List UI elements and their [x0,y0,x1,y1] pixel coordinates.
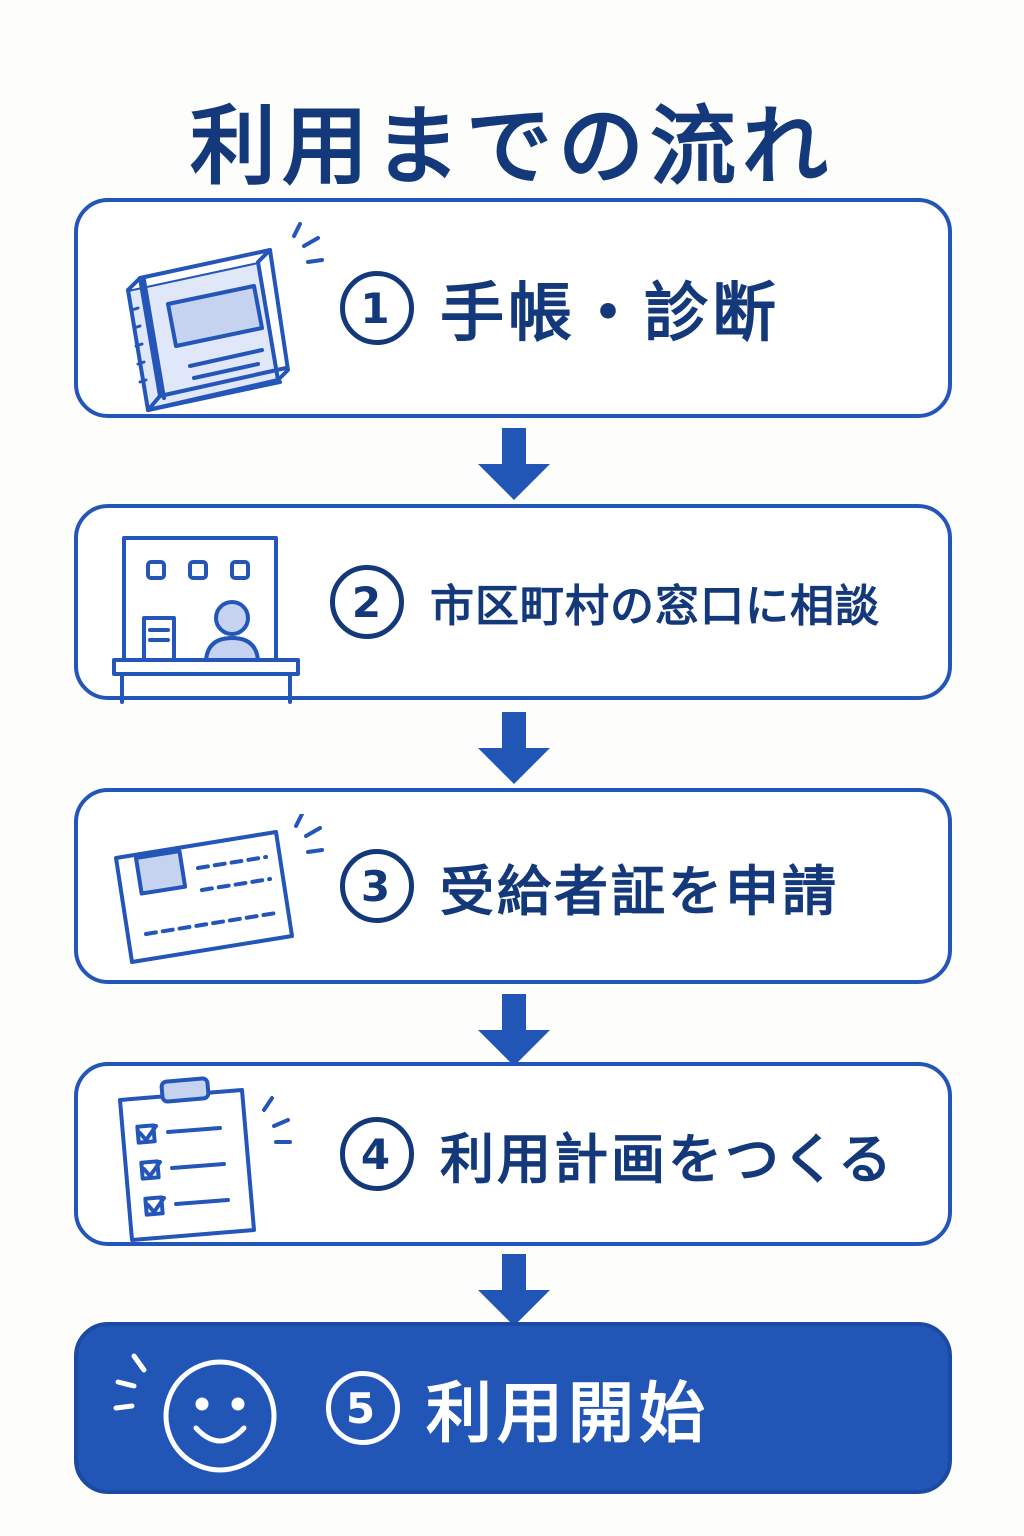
step-4-label: 4 利用計画をつくる [340,1066,895,1242]
checklist-clipboard-icon [118,1076,292,1242]
step-2-label: 2 市区町村の窓口に相談 [330,508,880,696]
step-3-box: 3 受給者証を申請 [74,788,952,984]
step-1-box: 1 手帳・診断 [74,198,952,418]
step-5-box: 5 利用開始 [74,1322,952,1494]
smiley-face-icon [113,1353,277,1473]
id-card-icon [114,814,324,964]
step-2-box: 2 市区町村の窓口に相談 [74,504,952,704]
office-counter-icon [112,536,300,704]
step-1-number: 1 [340,271,414,345]
arrow-down-icon [478,1254,550,1326]
step-2-text: 市区町村の窓口に相談 [430,581,880,632]
step-3-text: 受給者証を申請 [440,859,839,923]
step-1-text: 手帳・診断 [440,277,780,351]
notebook-icon [126,222,324,412]
step-4-number: 4 [340,1117,414,1191]
step-5-number: 5 [326,1371,400,1445]
arrow-down-icon [478,428,550,500]
arrow-down-icon [478,712,550,784]
page-title: 利用までの流れ [190,96,834,197]
step-3-label: 3 受給者証を申請 [340,792,839,980]
step-2-number: 2 [330,565,404,639]
step-3-number: 3 [340,849,414,923]
step-1-label: 1 手帳・診断 [340,202,780,414]
step-5-label: 5 利用開始 [326,1326,710,1490]
step-4-box: 4 利用計画をつくる [74,1062,952,1246]
arrow-down-icon [478,994,550,1066]
step-5-text: 利用開始 [426,1375,710,1452]
step-4-text: 利用計画をつくる [440,1127,895,1191]
